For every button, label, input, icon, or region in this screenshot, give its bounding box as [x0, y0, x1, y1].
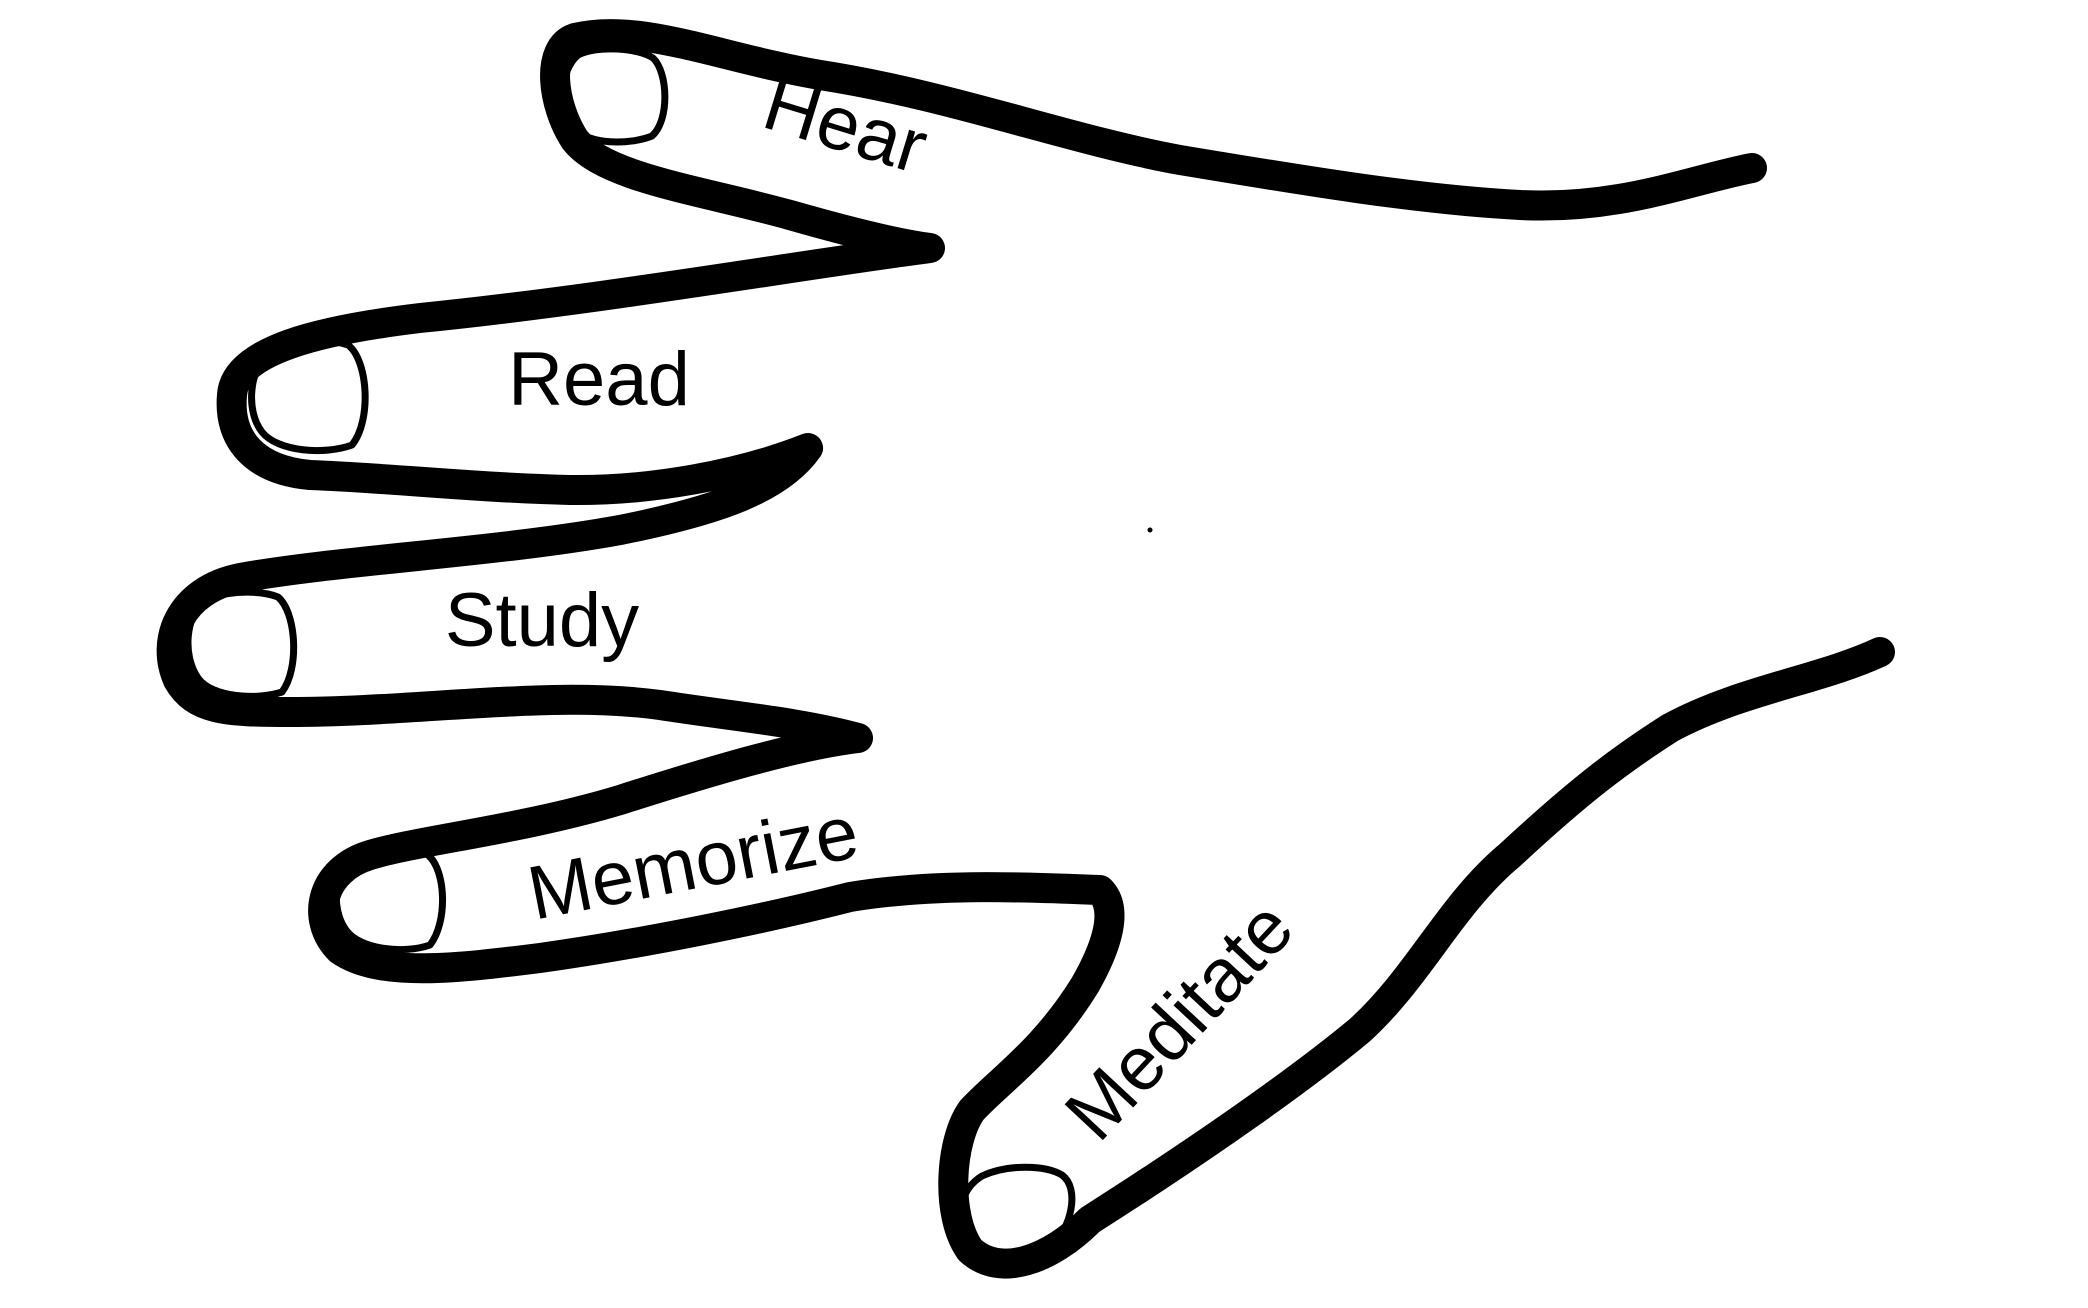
label-read: Read — [508, 337, 690, 422]
fingernail-meditate — [956, 1163, 1076, 1260]
fingernail-hear — [559, 45, 669, 146]
ink-speck — [1147, 527, 1153, 533]
fingernail-memorize — [332, 845, 447, 954]
fingernail-read — [248, 337, 369, 455]
hand-outline — [156, 19, 1895, 1279]
label-study: Study — [445, 578, 639, 663]
fingernail-study — [184, 588, 298, 700]
